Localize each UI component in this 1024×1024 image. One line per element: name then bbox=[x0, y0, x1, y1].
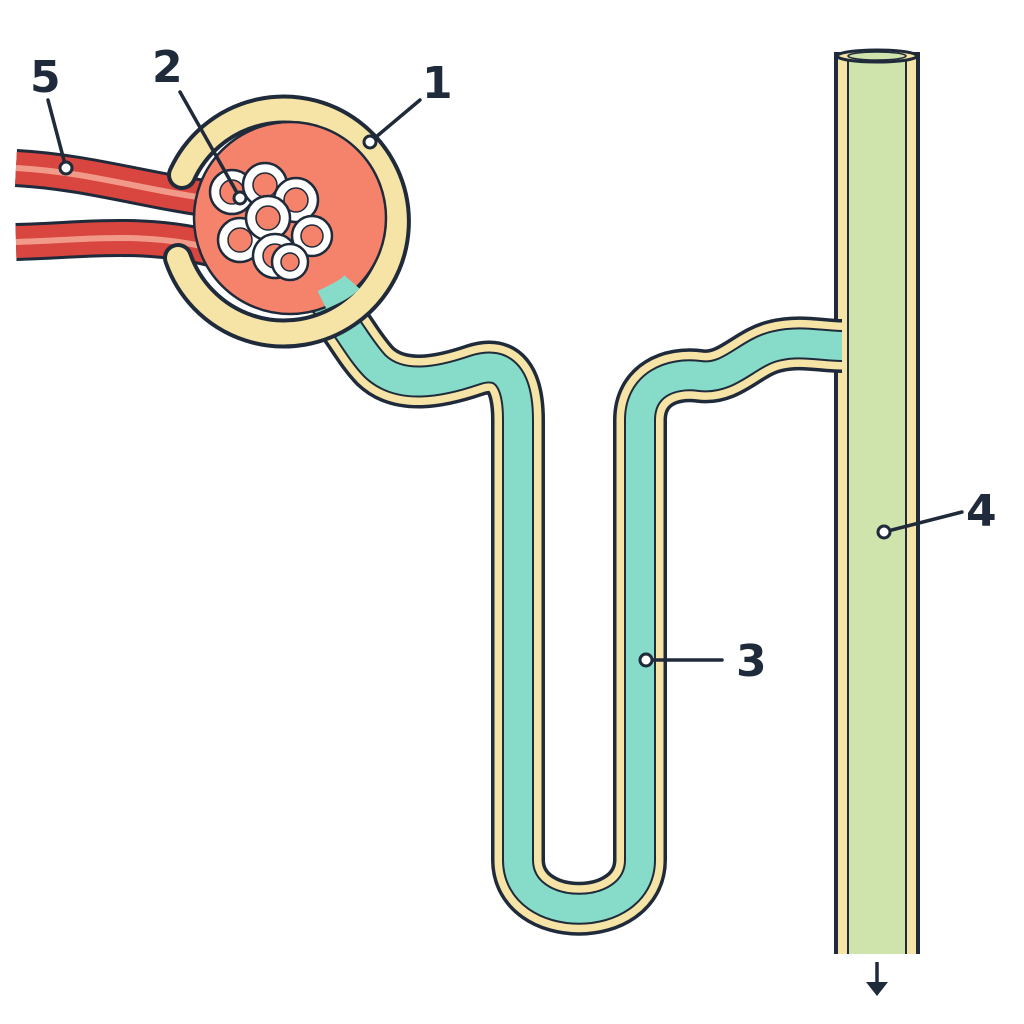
label-2: 2 bbox=[152, 42, 183, 93]
bowmans-capsule bbox=[163, 94, 411, 349]
leader-line-2 bbox=[178, 90, 248, 206]
leader-line-3 bbox=[638, 652, 724, 668]
leader-line-5 bbox=[46, 98, 74, 176]
renal-tubule bbox=[304, 278, 843, 936]
leader-line-1 bbox=[362, 98, 422, 150]
label-5: 5 bbox=[30, 52, 61, 103]
label-1: 1 bbox=[422, 58, 453, 109]
label-3: 3 bbox=[736, 636, 767, 687]
arrow-down-icon bbox=[866, 962, 888, 996]
label-4: 4 bbox=[966, 486, 997, 537]
collecting-duct bbox=[834, 48, 920, 954]
leader-line-4 bbox=[876, 510, 964, 540]
